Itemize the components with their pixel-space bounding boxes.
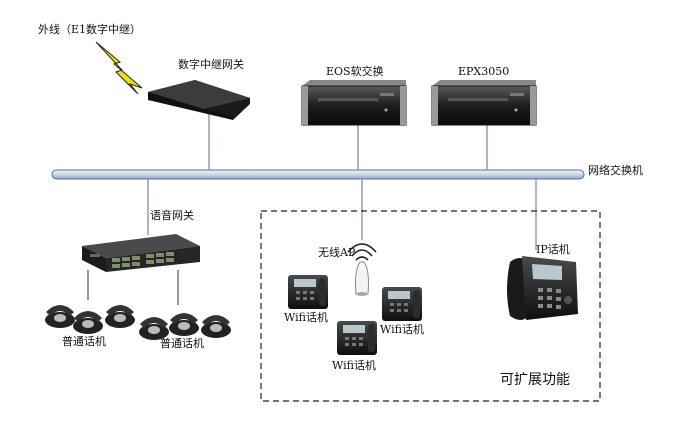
- wifi-phone-label-2: Wifi话机: [380, 323, 424, 336]
- digital-gateway-device: [148, 80, 250, 120]
- wifi-phone-icon: [382, 287, 422, 321]
- analog-phone-icon: [139, 317, 169, 340]
- voice-gateway-device: [82, 234, 200, 272]
- voice-gateway-label: 语音网关: [150, 209, 194, 222]
- wifi-phone-label-3: Wifi话机: [332, 359, 376, 372]
- analog-phone-label-2: 普通话机: [160, 337, 204, 350]
- analog-phone-icon: [201, 315, 231, 338]
- analog-phone-icon: [45, 305, 75, 328]
- lightning-icon: [95, 41, 143, 95]
- wifi-phone-icon: [288, 275, 328, 309]
- digital-gateway-label: 数字中继网关: [178, 58, 244, 71]
- eos-server: [301, 80, 407, 126]
- analog-phone-label-1: 普通话机: [62, 335, 106, 348]
- analog-phone-icon: [73, 311, 103, 334]
- analog-phone-icon: [105, 305, 135, 328]
- expandable-area-box: [260, 210, 601, 402]
- ip-phone-icon: [507, 256, 578, 320]
- network-switch-label: 网络交换机: [588, 164, 643, 177]
- wireless-ap-label: 无线AP: [318, 246, 356, 259]
- expandable-label: 可扩展功能: [500, 372, 570, 388]
- analog-phone-icon: [169, 313, 199, 336]
- wifi-phone-icon: [337, 321, 377, 355]
- wifi-phone-label-1: Wifi话机: [284, 311, 328, 324]
- eos-label: EOS软交换: [326, 65, 384, 78]
- epx-label: EPX3050: [458, 65, 510, 78]
- outer-line-label: 外线（E1数字中继）: [38, 23, 142, 36]
- network-switch-bus: [51, 169, 585, 180]
- ip-phone-label: IP话机: [536, 243, 570, 256]
- epx-server: [431, 80, 537, 126]
- wireless-ap-icon: [347, 243, 377, 296]
